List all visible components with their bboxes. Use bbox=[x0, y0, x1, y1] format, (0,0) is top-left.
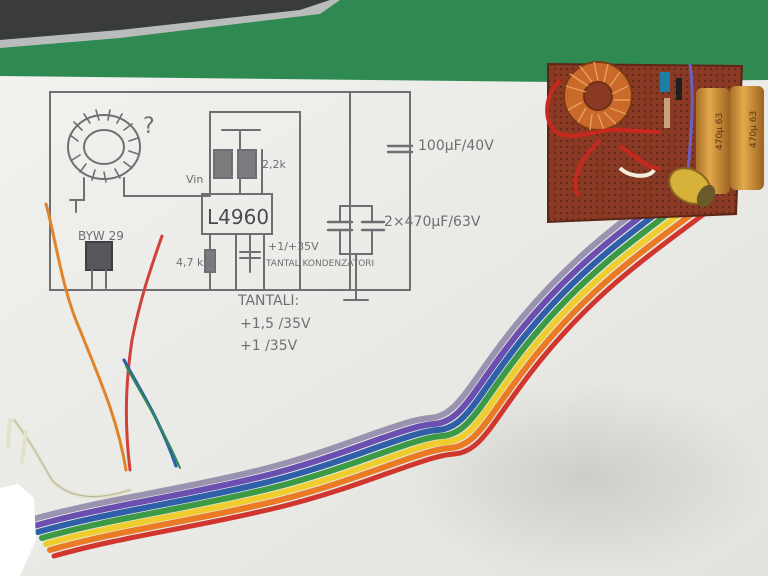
white-wire-edge bbox=[13, 419, 131, 498]
vin-label: Vin bbox=[186, 173, 203, 186]
tantal-line-1: +1,5 /35V bbox=[240, 316, 311, 332]
diode-legs bbox=[91, 269, 107, 291]
resistor-label-left: 4,7 kΩ bbox=[176, 256, 212, 269]
question-mark: ? bbox=[143, 114, 155, 139]
ribbon-violet bbox=[31, 181, 687, 529]
board-tantal-cap-end bbox=[696, 184, 716, 208]
ribbon-cable bbox=[27, 175, 707, 559]
tantal-cap bbox=[239, 251, 261, 259]
tantal-note: TANTAL KONDENZATORI bbox=[265, 259, 374, 269]
toroid-outer bbox=[67, 114, 141, 180]
hand-drawn-schematic bbox=[49, 91, 414, 301]
green-wire bbox=[125, 365, 181, 469]
dark-object-edge bbox=[0, 0, 340, 48]
tantal-cap-label: +1/+35V bbox=[268, 240, 319, 253]
ic-label: L4960 bbox=[207, 205, 269, 229]
board-electrolytic-1 bbox=[696, 88, 730, 194]
loose-wires bbox=[6, 202, 181, 499]
cap-right-label: 2×470µF/63V bbox=[384, 214, 481, 230]
resistor-1 bbox=[213, 149, 233, 179]
resistor-label-top: 2,2k bbox=[262, 158, 286, 171]
ic-feedback-wire bbox=[209, 111, 301, 291]
cap-bank-wire bbox=[339, 189, 373, 223]
white-blob bbox=[0, 484, 36, 576]
board-toroid-windings bbox=[565, 61, 630, 131]
toroid-inner bbox=[83, 129, 125, 165]
perfboard: 470µ 63 470µ 63 bbox=[545, 61, 764, 224]
ribbon-orange bbox=[47, 205, 703, 553]
board-red-wire bbox=[545, 78, 661, 138]
toroid-windings bbox=[69, 109, 139, 183]
board-red-wire-2 bbox=[573, 138, 661, 197]
toroid-lead-right bbox=[123, 177, 211, 197]
board-diode bbox=[676, 78, 682, 100]
board-cap1-label: 470µ 63 bbox=[715, 113, 725, 150]
orange-wire bbox=[44, 202, 128, 472]
tantal-heading: TANTALI: bbox=[237, 293, 299, 309]
board-violet-wire bbox=[686, 63, 694, 171]
board-resistor bbox=[664, 98, 670, 128]
board-toroid-hole bbox=[583, 81, 613, 111]
diode-label: BYW 29 bbox=[78, 229, 124, 243]
diode-package bbox=[85, 241, 113, 271]
tantal-line-2: +1 /35V bbox=[240, 338, 298, 354]
ribbon-red bbox=[51, 211, 707, 559]
ribbon-gray bbox=[27, 175, 683, 523]
schematic-left-bottom-wire bbox=[49, 91, 411, 291]
cap-top-label: 100µF/40V bbox=[418, 138, 494, 154]
resistor-3 bbox=[204, 249, 216, 273]
cap-100uF bbox=[386, 144, 414, 154]
dark-object bbox=[0, 0, 330, 40]
red-wire bbox=[124, 234, 164, 472]
board-electrolytic-2 bbox=[730, 86, 764, 190]
ribbon-green bbox=[39, 193, 695, 541]
ribbon-blue bbox=[35, 187, 691, 535]
ground-symbol bbox=[343, 253, 369, 301]
board-blue-cap bbox=[660, 72, 670, 92]
board-cap2-label: 470µ 63 bbox=[749, 111, 759, 148]
resistor-2 bbox=[237, 149, 257, 179]
schematic-right-wire bbox=[349, 91, 411, 291]
toroid-lead-left bbox=[69, 177, 85, 201]
white-wire-ends bbox=[6, 418, 28, 464]
ribbon-yellow bbox=[43, 199, 699, 547]
board-white-wire bbox=[618, 166, 656, 178]
